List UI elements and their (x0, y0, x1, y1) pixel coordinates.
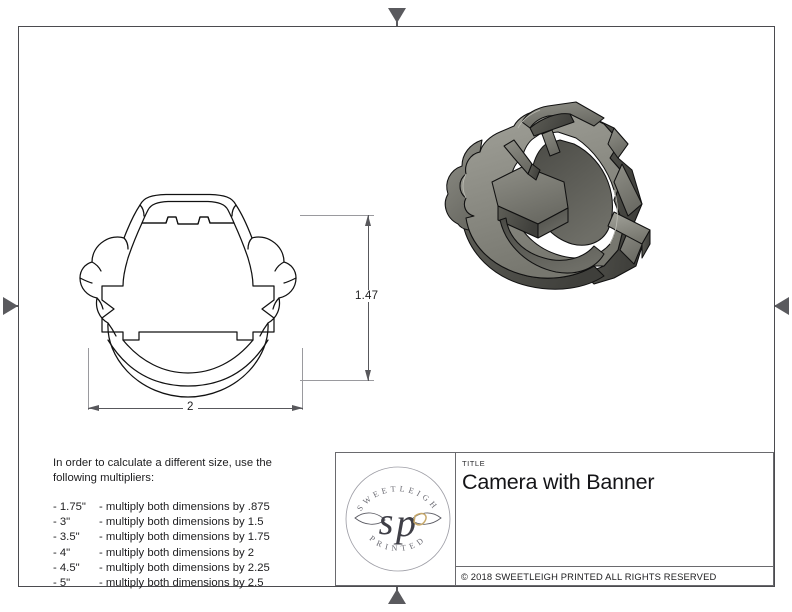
scaling-note-size: - 4" (53, 546, 71, 559)
scaling-note-text: - multiply both dimensions by 2 (99, 546, 255, 559)
scallop-seam-12 (259, 322, 269, 337)
inner-wall-path (141, 200, 235, 225)
scaling-note-text: - multiply both dimensions by 1.75 (99, 531, 270, 544)
scallop-seam-10 (272, 297, 280, 310)
scaling-note-row: - 5" - multiply both dimensions by 2.5 (53, 576, 311, 591)
dim-width-arrow-left-icon (88, 404, 99, 411)
logo-monogram: s p (379, 500, 416, 545)
scaling-note-row: - 4" - multiply both dimensions by 2 (53, 546, 311, 561)
page-title: Camera with Banner (462, 470, 655, 494)
camera-with-banner-3d-render (418, 78, 696, 300)
iso-viewfinder-face (529, 113, 575, 137)
iso-banner-face (499, 217, 605, 274)
center-mark-left-icon (3, 297, 18, 315)
iso-right-lobe-upper (607, 127, 629, 159)
scallop-seam-2 (231, 204, 237, 217)
dim-height-extension-top (300, 215, 374, 216)
scallop-seam-3 (123, 237, 129, 250)
scaling-note-text: - multiply both dimensions by 2.25 (99, 561, 270, 574)
scallop-seam-1 (139, 204, 145, 217)
scallop-seam-11 (107, 322, 117, 337)
dim-height-extension-bottom (300, 380, 374, 381)
scaling-note-text: - multiply both dimensions by 1.5 (99, 516, 264, 529)
title-fields: TITLE Camera with Banner © 2018 SWEETLEI… (456, 453, 773, 585)
scaling-note-size: - 4.5" (53, 561, 80, 574)
scaling-note-text: - multiply both dimensions by 2.5 (99, 577, 264, 590)
dim-width-label: 2 (183, 401, 198, 413)
iso-lens-bracket-side (537, 207, 569, 239)
scallop-seam-4 (247, 237, 253, 250)
scaling-notes-block: In order to calculate a different size, … (53, 456, 311, 591)
scaling-note-size: - 3" (53, 516, 71, 529)
scaling-note-text: - multiply both dimensions by .875 (99, 501, 270, 513)
iso-right-lobe-mid (613, 163, 643, 217)
scallop-seam-5 (91, 261, 102, 272)
scallop-seam-7 (79, 277, 93, 284)
iso-render-svg (444, 101, 651, 290)
dim-height-label: 1.47 (351, 290, 383, 302)
iso-highlight-1 (517, 109, 541, 129)
iso-highlight-2 (462, 173, 467, 199)
banner-upper-curve-path (122, 339, 254, 374)
scaling-note-row: - 3.5" - multiply both dimensions by 1.75 (53, 530, 311, 545)
outline-svg (79, 193, 297, 398)
center-mark-right-icon (774, 297, 789, 315)
scaling-notes-header: In order to calculate a different size, … (53, 457, 272, 484)
sweetleigh-printed-logo-icon: SWEETLEIGH PRINTED s p (345, 466, 451, 572)
dim-height-arrow-bottom-icon (364, 370, 371, 381)
camera-with-banner-outline-view (48, 188, 328, 413)
scaling-note-size: - 1.75" (53, 501, 86, 513)
center-mark-top-icon (388, 8, 406, 23)
iso-viewfinder-top (521, 101, 605, 129)
svg-text:p: p (393, 500, 416, 545)
scallop-seam-9 (96, 297, 104, 310)
logo-accent-heart-icon (413, 512, 427, 526)
banner-lower-curve-path (107, 339, 269, 387)
iso-right-flange-side (641, 229, 651, 259)
iso-v-divider-right (541, 129, 561, 157)
camera-body-path (101, 216, 275, 341)
scallop-seam-8 (283, 277, 297, 284)
svg-text:s: s (379, 501, 394, 543)
logo-cell: SWEETLEIGH PRINTED s p (336, 453, 456, 585)
scaling-note-row: - 3" - multiply both dimensions by 1.5 (53, 515, 311, 530)
center-mark-bottom-icon (388, 589, 406, 604)
scaling-note-row: - 1.75" - multiply both dimensions by .87… (53, 500, 311, 515)
scaling-note-size: - 3.5" (53, 531, 80, 544)
title-field-label: TITLE (462, 459, 486, 468)
title-name-field: TITLE Camera with Banner (456, 453, 773, 566)
dim-width-extension-left (88, 348, 89, 410)
iso-v-stem (527, 163, 541, 181)
scaling-note-row: - 4.5" - multiply both dimensions by 2.25 (53, 561, 311, 576)
outer-silhouette-path (79, 193, 297, 398)
dim-width-arrow-right-icon (292, 404, 303, 411)
title-block: SWEETLEIGH PRINTED s p (335, 452, 774, 586)
copyright-notice: © 2018 SWEETLEIGH PRINTED ALL RIGHTS RES… (456, 566, 773, 585)
dim-height-arrow-top-icon (364, 215, 371, 226)
scaling-note-size: - 5" (53, 577, 71, 590)
logo-flourish (354, 512, 442, 525)
scaling-notes-rows: - 1.75" - multiply both dimensions by .87… (53, 500, 311, 591)
iso-highlight-3 (609, 189, 618, 245)
logo-outer-circle (345, 466, 451, 572)
dim-width-extension-right (302, 348, 303, 410)
center-mark-stem-top (396, 8, 398, 38)
scallop-seam-6 (274, 261, 285, 272)
